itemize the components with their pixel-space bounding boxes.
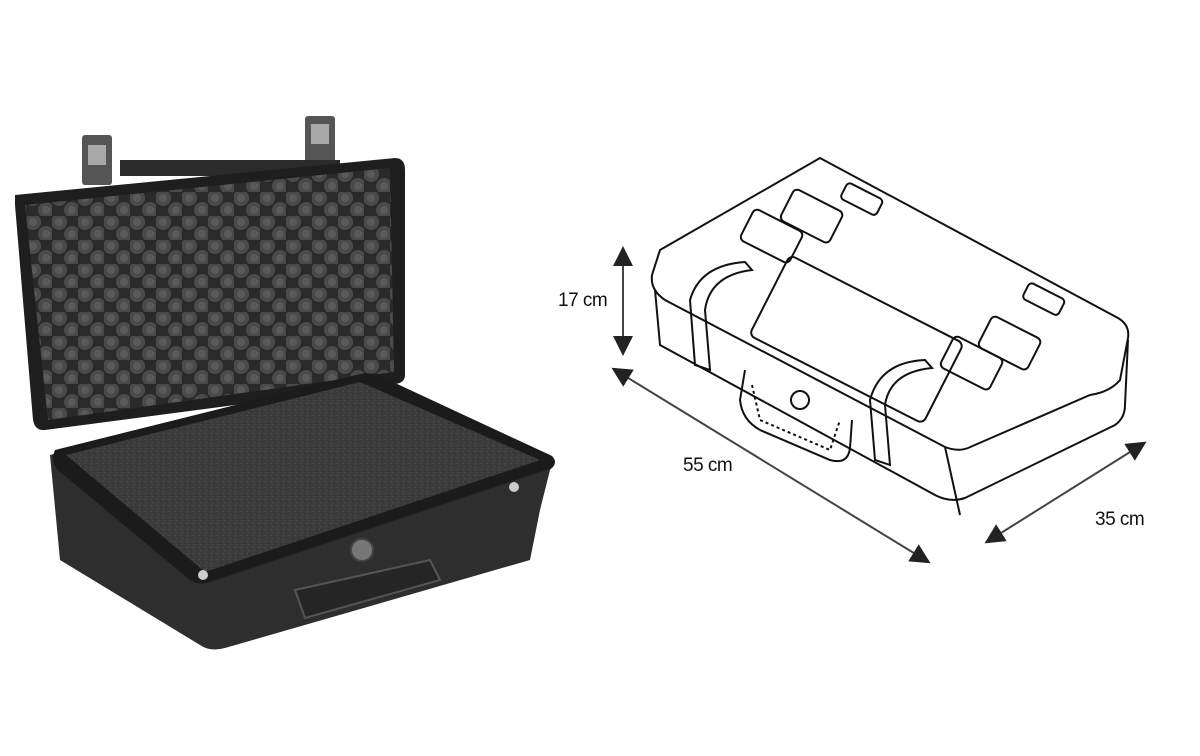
length-arrow — [611, 367, 931, 564]
length-label: 55 cm — [683, 455, 733, 476]
case-lid — [15, 158, 405, 431]
height-label: 17 cm — [558, 290, 608, 311]
dimension-drawing: 17 cm 55 cm 35 cm — [540, 140, 1200, 580]
width-arrow — [984, 441, 1147, 544]
open-case-illustration — [15, 116, 555, 650]
closed-case-line-drawing — [611, 156, 1147, 564]
case-base — [50, 373, 555, 650]
hinge-latches — [82, 116, 340, 185]
width-label: 35 cm — [1095, 509, 1145, 530]
dimension-arrows — [611, 246, 1147, 564]
product-photo — [0, 100, 570, 660]
